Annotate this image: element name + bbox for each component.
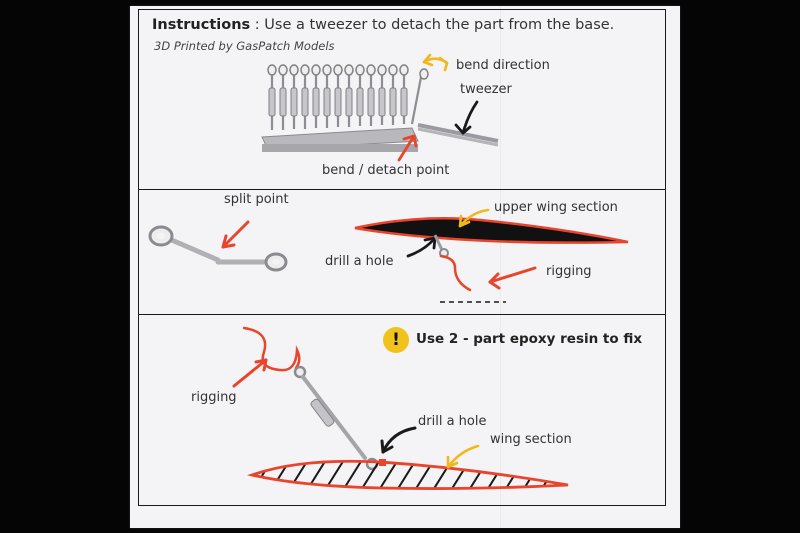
label-split-point: split point	[224, 192, 289, 207]
bend-direction-arrow	[422, 53, 449, 72]
wing-section-drawing	[246, 459, 569, 490]
turnbuckle-drawing	[293, 365, 379, 471]
drill-hole-arrow-upper	[406, 236, 437, 258]
printed-parts-on-base	[261, 64, 429, 152]
drill-hole-marker	[379, 459, 386, 466]
label-upper-wing-section: upper wing section	[494, 200, 618, 215]
upper-wing-section-drawing	[354, 216, 629, 244]
subtitle: 3D Printed by GasPatch Models	[154, 39, 335, 53]
rigging-arrow-lower	[232, 358, 268, 388]
label-bend-detach-point: bend / detach point	[322, 163, 450, 178]
split-point-arrow	[221, 220, 250, 249]
label-rigging-upper: rigging	[546, 264, 592, 279]
label-bend-direction: bend direction	[456, 58, 550, 73]
divider-2	[138, 314, 666, 315]
detach-point-arrow	[397, 134, 418, 162]
instructions-title: Instructions : Use a tweezer to detach t…	[152, 17, 614, 33]
tweezer-arrow	[454, 100, 479, 135]
tweezer-drawing	[417, 123, 499, 147]
split-part-drawing	[148, 225, 288, 272]
warning-text: Use 2 - part epoxy resin to fix	[416, 331, 643, 347]
label-drill-a-hole-lower: drill a hole	[418, 414, 487, 429]
title-rest: : Use a tweezer to detach the part from …	[250, 17, 615, 33]
title-bold: Instructions	[152, 17, 251, 33]
divider-1	[138, 189, 666, 190]
rigging-wire-lower	[242, 326, 301, 372]
warning-icon: !	[383, 327, 409, 353]
content-frame	[138, 9, 666, 506]
label-tweezer: tweezer	[460, 82, 512, 97]
rigging-lead-upper	[433, 234, 472, 292]
label-rigging-lower: rigging	[191, 390, 237, 405]
wing-section-arrow	[446, 444, 480, 469]
paper-fold	[500, 6, 501, 528]
drill-hole-arrow-lower	[380, 426, 417, 454]
upper-wing-arrow	[458, 208, 490, 228]
rigging-arrow-upper	[488, 266, 537, 290]
label-drill-a-hole-upper: drill a hole	[325, 254, 394, 269]
label-wing-section: wing section	[490, 432, 572, 447]
